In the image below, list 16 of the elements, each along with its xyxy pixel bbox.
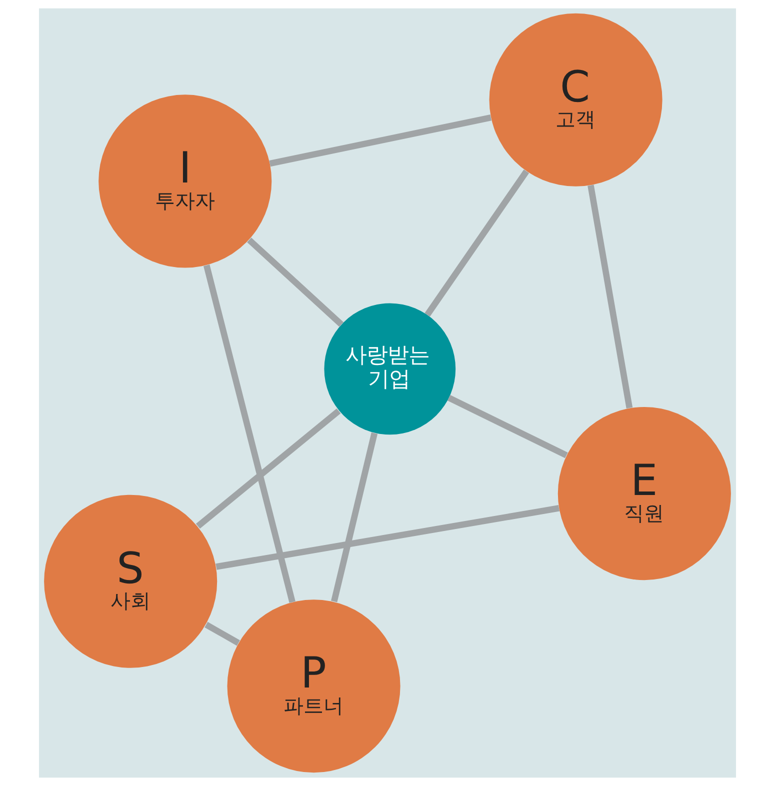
connector xyxy=(330,432,378,602)
connector xyxy=(204,622,240,646)
connector xyxy=(424,170,529,317)
connector xyxy=(195,408,340,529)
node-circle: C 고객 xyxy=(488,13,662,186)
connector xyxy=(268,114,491,167)
node-circle: I 투자자 xyxy=(98,94,272,268)
node-circle: P 파트너 xyxy=(226,600,400,773)
node-circle: E 직원 xyxy=(557,407,730,580)
connector xyxy=(447,395,568,458)
connector xyxy=(215,505,560,570)
connector xyxy=(587,184,632,408)
connector xyxy=(246,238,343,327)
node-circle: S 사회 xyxy=(44,494,217,668)
connector xyxy=(202,264,295,603)
node-circle: 사랑받는 기업 xyxy=(324,303,456,435)
